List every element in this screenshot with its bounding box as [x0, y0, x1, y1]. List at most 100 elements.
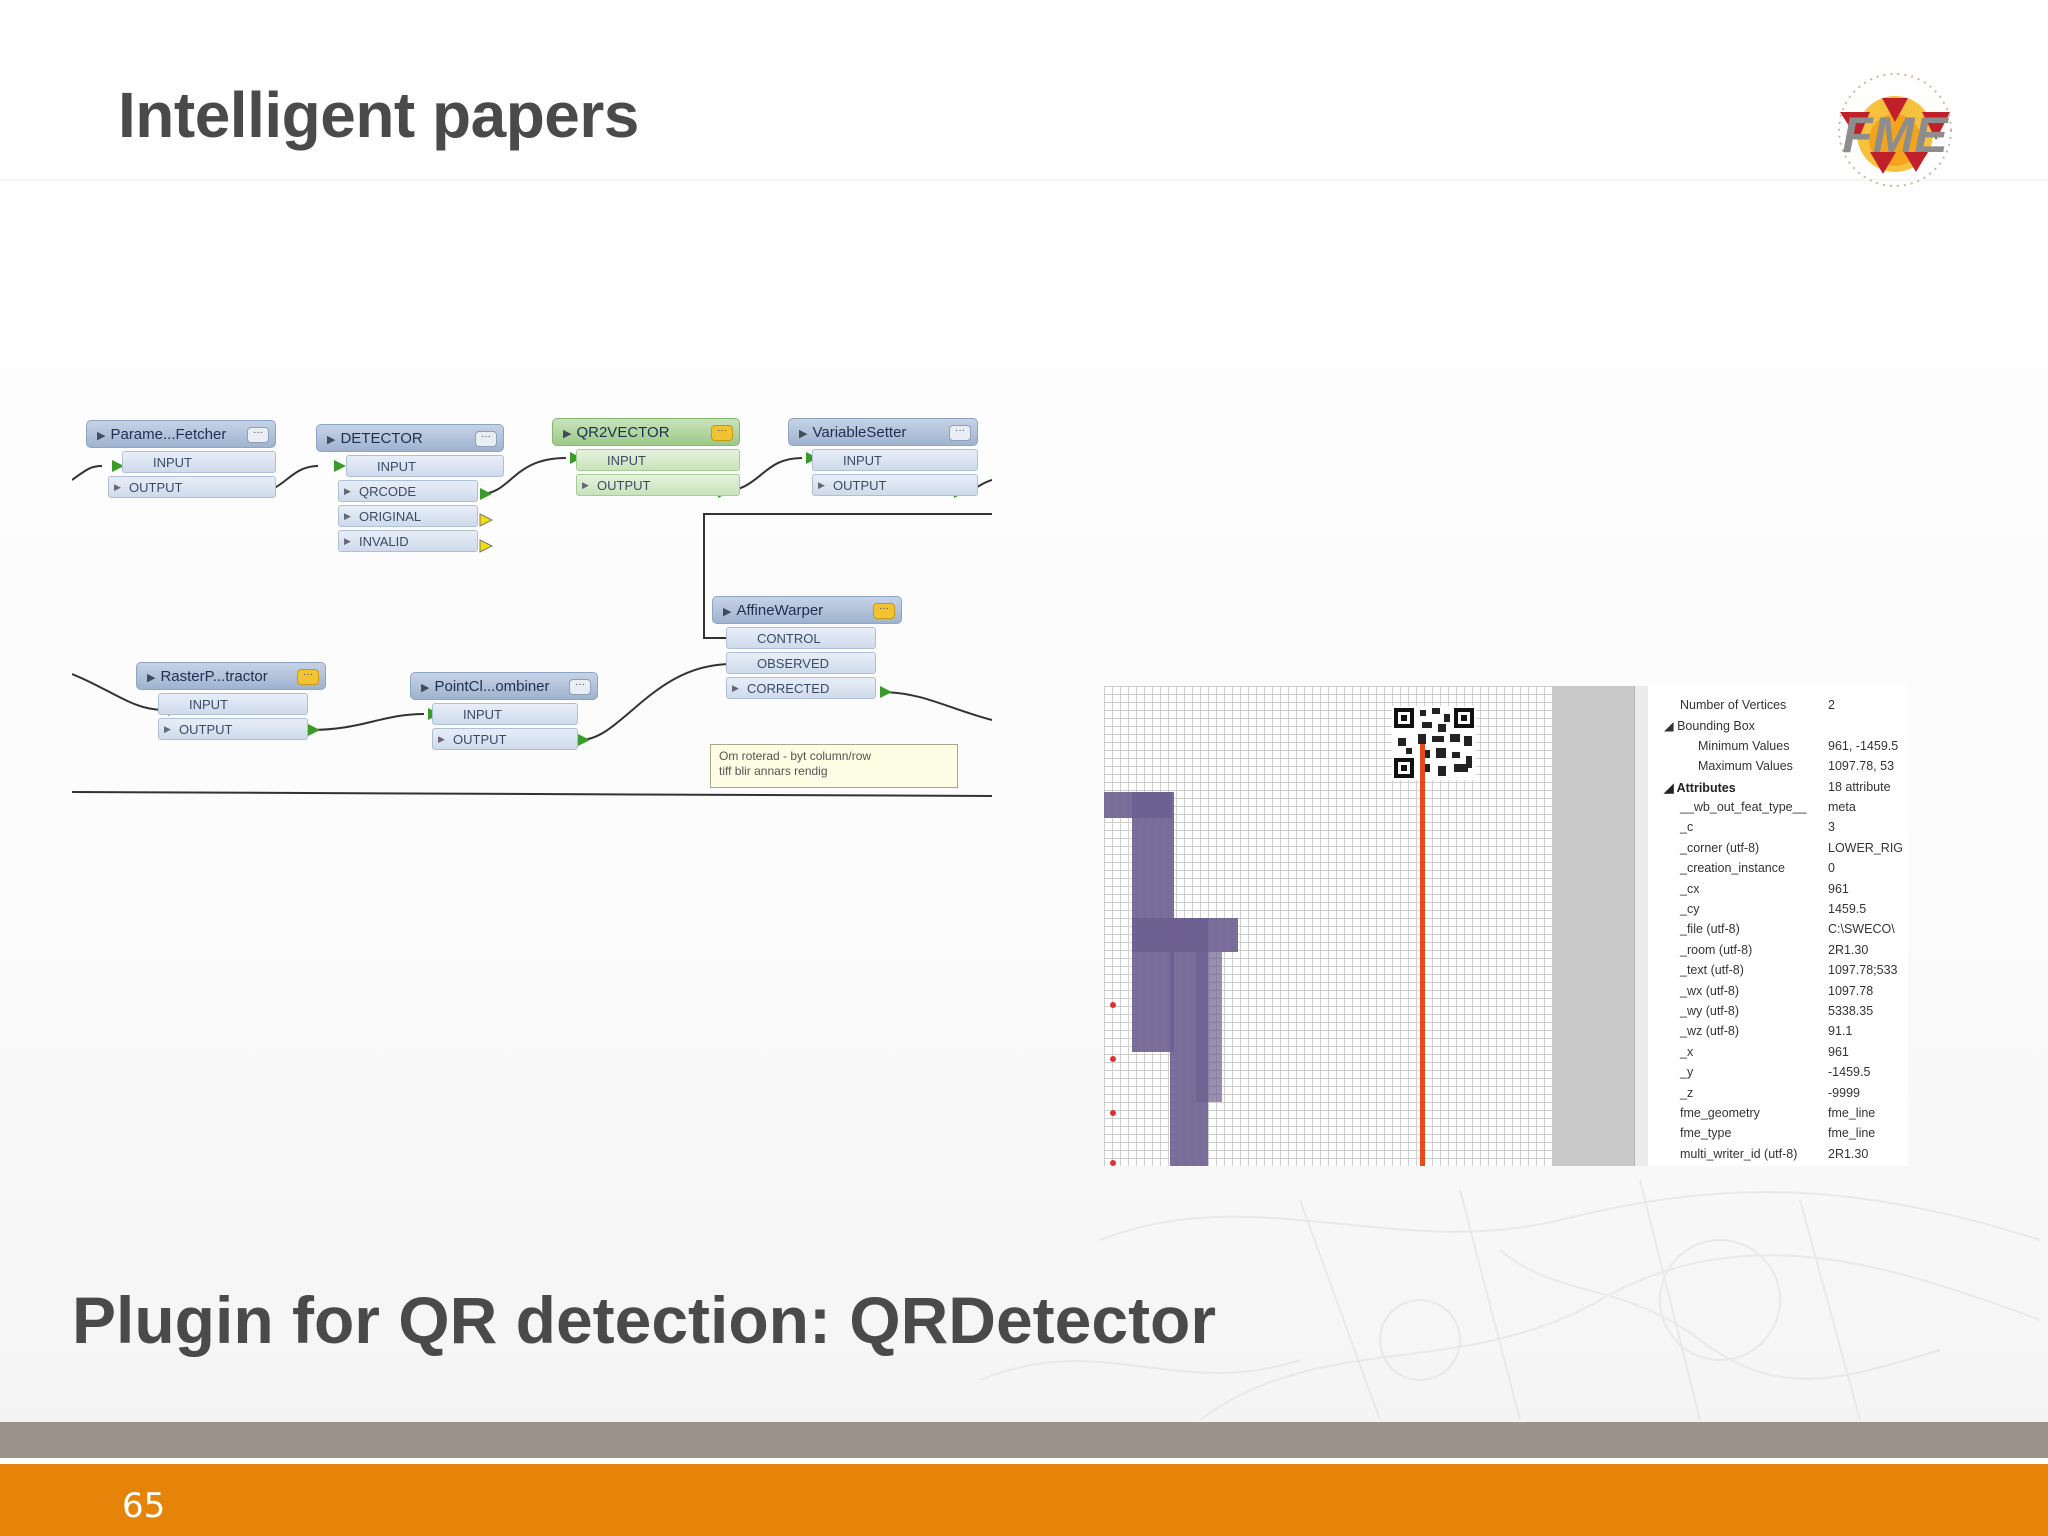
property-value: 18 attribute	[1828, 779, 1891, 794]
output-port[interactable]: ▶OUTPUT	[812, 474, 978, 496]
expand-triangle-icon[interactable]: ▶	[327, 434, 336, 446]
property-row[interactable]: ◢ Bounding Box	[1648, 718, 1908, 738]
qr-code-icon	[1392, 706, 1476, 780]
expand-triangle-icon[interactable]: ▶	[147, 672, 156, 684]
property-key: _z	[1680, 1085, 1694, 1100]
expand-triangle-icon[interactable]: ▶	[563, 428, 572, 440]
workflow-node-point-cloud-combiner[interactable]: ▶PointCl...ombiner··· INPUT ▶OUTPUT	[410, 672, 598, 750]
property-value: 5338.35	[1828, 1004, 1874, 1018]
output-port[interactable]: ▶OUTPUT	[158, 718, 308, 740]
property-row[interactable]: _y -1459.5	[1648, 1065, 1908, 1085]
property-value: 961	[1828, 1044, 1849, 1059]
red-point	[1110, 1160, 1116, 1166]
expand-triangle-icon[interactable]: ▶	[799, 428, 808, 440]
property-value: -9999	[1828, 1085, 1860, 1100]
more-options-icon[interactable]: ···	[949, 425, 971, 441]
footer-separator	[0, 1458, 2048, 1464]
property-row[interactable]: _corner (utf-8)LOWER_RIG	[1648, 841, 1908, 861]
property-row[interactable]: _z -9999	[1648, 1086, 1908, 1106]
port-label: OBSERVED	[757, 656, 830, 671]
property-value: meta	[1828, 800, 1856, 814]
qrcode-port[interactable]: ▶QRCODE	[338, 480, 478, 502]
corrected-port[interactable]: ▶CORRECTED	[726, 677, 876, 699]
port-label: INPUT	[189, 697, 228, 712]
property-value: 1097.78, 53	[1828, 759, 1895, 774]
property-key: _wz (utf-8)	[1680, 1024, 1740, 1039]
output-port[interactable]: ▶OUTPUT	[108, 476, 276, 498]
property-value: 961, -1459.5	[1828, 738, 1899, 753]
property-row[interactable]: _file (utf-8)C:\SWECO\	[1648, 922, 1908, 942]
workflow-node-qr2vector[interactable]: ▶ QR2VECTOR ··· INPUT ▶OUTPUT	[552, 418, 740, 496]
property-row[interactable]: __wb_out_feat_type__meta	[1648, 800, 1908, 820]
workflow-node-variable-setter[interactable]: ▶ VariableSetter ··· INPUT ▶OUTPUT	[788, 418, 978, 496]
input-port[interactable]: INPUT	[346, 455, 504, 477]
property-key: _c	[1680, 820, 1694, 835]
property-key: _wx (utf-8)	[1680, 983, 1740, 998]
node-title: VariableSetter	[812, 424, 907, 441]
output-port[interactable]: ▶OUTPUT	[576, 474, 740, 496]
workflow-annotation[interactable]: Om roterad - byt column/row tiff blir an…	[710, 744, 958, 788]
more-options-icon[interactable]: ···	[247, 427, 269, 443]
input-port[interactable]: INPUT	[576, 449, 740, 471]
more-options-icon[interactable]: ···	[711, 425, 733, 441]
property-key: _room (utf-8)	[1680, 942, 1753, 957]
property-key: _x	[1680, 1044, 1694, 1059]
input-port[interactable]: INPUT	[122, 451, 276, 473]
annotation-line: tiff blir annars rendig	[719, 764, 828, 778]
port-label: QRCODE	[359, 484, 417, 499]
invalid-port[interactable]: ▶INVALID	[338, 530, 478, 552]
property-row[interactable]: _wz (utf-8)91.1	[1648, 1024, 1908, 1044]
control-port[interactable]: CONTROL	[726, 627, 876, 649]
property-row[interactable]: _wy (utf-8)5338.35	[1648, 1004, 1908, 1024]
workflow-node-affine-warper[interactable]: ▶ AffineWarper ··· CONTROL OBSERVED ▶CORRE…	[712, 596, 902, 699]
workflow-node-detector[interactable]: ▶DETECTOR··· INPUT ▶QRCODE ▶ORIGINAL ▶IN…	[316, 424, 504, 552]
port-label: OUTPUT	[597, 478, 651, 493]
original-port[interactable]: ▶ORIGINAL	[338, 505, 478, 527]
input-port[interactable]: INPUT	[432, 703, 578, 725]
more-options-icon[interactable]: ···	[475, 431, 497, 447]
workflow-node-raster-extractor[interactable]: ▶RasterP...tractor··· INPUT ▶OUTPUT	[136, 662, 326, 740]
input-port[interactable]: INPUT	[158, 693, 308, 715]
port-label: INPUT	[377, 459, 416, 474]
expand-triangle-icon[interactable]: ▶	[97, 430, 106, 442]
expand-triangle-icon[interactable]: ▶	[723, 606, 732, 618]
fme-logo-icon: FME	[1838, 73, 1952, 187]
annotation-line: Om roterad - byt column/row	[719, 749, 872, 763]
more-options-icon[interactable]: ···	[873, 603, 895, 619]
property-key: _y	[1680, 1065, 1694, 1080]
node-title: AffineWarper	[736, 602, 824, 619]
property-value: -1459.5	[1828, 1065, 1871, 1080]
property-key: Number of Vertices	[1680, 698, 1787, 712]
property-row[interactable]: _room (utf-8)2R1.30	[1648, 943, 1908, 963]
port-label: INPUT	[843, 453, 882, 468]
workflow-node-parameter-fetcher[interactable]: ▶Parame...Fetcher··· INPUT ▶OUTPUT	[86, 420, 276, 498]
property-key: multi_writer_id (utf-8)	[1680, 1146, 1798, 1161]
property-row[interactable]: _wx (utf-8)1097.78	[1648, 984, 1908, 1004]
raster-grid-view[interactable]	[1104, 686, 1552, 1166]
panel-divider[interactable]	[1634, 686, 1649, 1166]
input-port[interactable]: INPUT	[812, 449, 978, 471]
port-label: INPUT	[463, 707, 502, 722]
node-title: QR2VECTOR	[576, 424, 670, 441]
output-port[interactable]: ▶OUTPUT	[432, 728, 578, 750]
property-row[interactable]: _x 961	[1648, 1045, 1908, 1065]
scroll-panel[interactable]	[1552, 686, 1634, 1166]
more-options-icon[interactable]: ···	[297, 669, 319, 685]
expand-triangle-icon[interactable]: ▶	[421, 682, 430, 694]
port-label: OUTPUT	[833, 478, 887, 493]
property-row[interactable]: _text (utf-8)1097.78;533	[1648, 963, 1908, 983]
more-options-icon[interactable]: ···	[569, 679, 591, 695]
observed-port[interactable]: OBSERVED	[726, 652, 876, 674]
property-row[interactable]: multi_writer_id (utf-8)2R1.30	[1648, 1147, 1908, 1166]
